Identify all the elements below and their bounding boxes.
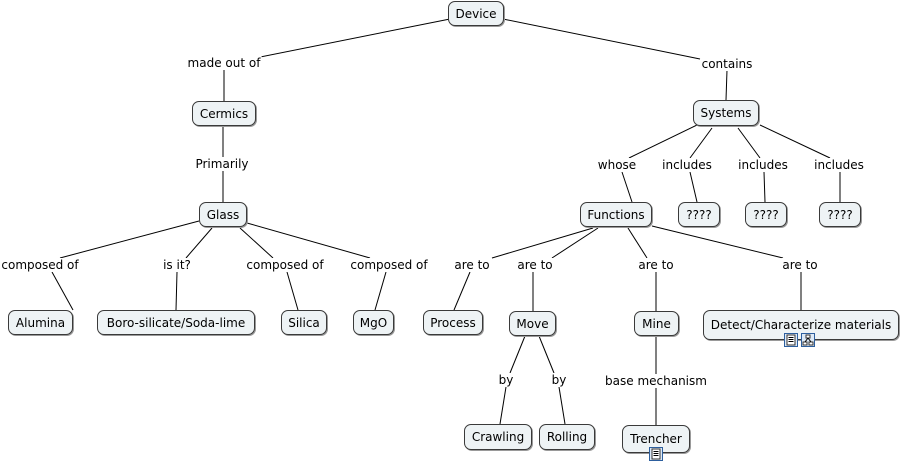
node-systems[interactable]: Systems (693, 100, 759, 126)
link-label-includes-3: includes (813, 158, 865, 172)
node-functions[interactable]: Functions (580, 202, 652, 227)
node-unknown-3[interactable]: ???? (819, 202, 861, 227)
node-move[interactable]: Move (509, 311, 556, 336)
link-label-base-mechanism: base mechanism (604, 374, 708, 388)
node-mine[interactable]: Mine (634, 311, 679, 336)
node-process[interactable]: Process (423, 310, 483, 335)
link-label-are-to-mine: are to (637, 258, 675, 272)
link-label-are-to-detect: are to (781, 258, 819, 272)
link-label-includes-1: includes (661, 158, 713, 172)
node-glass[interactable]: Glass (199, 202, 247, 227)
link-label-by-crawling: by (497, 373, 515, 387)
node-unknown-1[interactable]: ???? (678, 202, 720, 227)
link-label-primarily: Primarily (194, 157, 250, 171)
link-label-whose: whose (596, 158, 638, 172)
node-mgo[interactable]: MgO (353, 310, 394, 335)
link-label-contains: contains (700, 57, 754, 71)
concept-map-icon[interactable] (801, 333, 815, 347)
node-boro-silicate[interactable]: Boro-silicate/Soda-lime (97, 310, 255, 335)
link-label-made-out-of: made out of (186, 56, 262, 70)
document-icon[interactable] (649, 447, 663, 461)
link-label-includes-2: includes (737, 158, 789, 172)
link-label-by-rolling: by (550, 373, 568, 387)
node-rolling[interactable]: Rolling (539, 424, 595, 450)
node-silica[interactable]: Silica (281, 310, 327, 335)
link-label-composed-of-alumina: composed of (0, 258, 80, 272)
link-label-are-to-process: are to (453, 258, 491, 272)
node-cermics[interactable]: Cermics (192, 101, 256, 126)
node-crawling[interactable]: Crawling (464, 424, 532, 450)
link-label-composed-of-silica: composed of (245, 258, 325, 272)
link-label-is-it: is it? (162, 258, 192, 272)
document-icon[interactable] (784, 333, 798, 347)
link-label-are-to-move: are to (516, 258, 554, 272)
link-label-composed-of-mgo: composed of (349, 258, 429, 272)
node-device[interactable]: Device (448, 1, 504, 26)
node-alumina[interactable]: Alumina (8, 310, 73, 335)
node-unknown-2[interactable]: ???? (745, 202, 787, 227)
